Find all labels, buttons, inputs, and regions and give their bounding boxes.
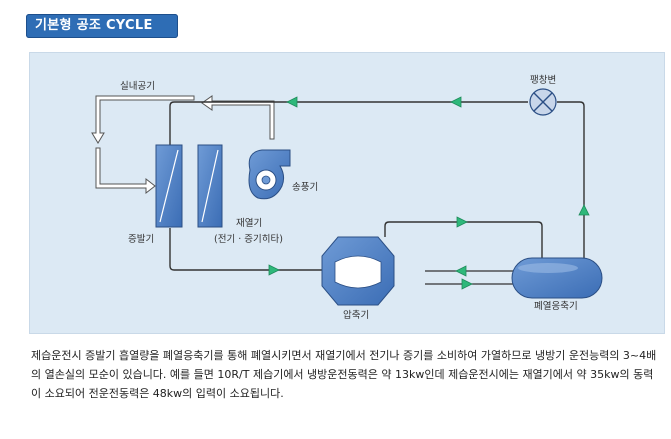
- label-evaporator: 증발기: [128, 234, 154, 245]
- title-badge: 기본형 공조 CYCLE: [26, 14, 178, 38]
- flow-arrow-cooling-in: [455, 265, 467, 277]
- reheater-diagonal: [201, 149, 219, 223]
- air-return-left-duct: [91, 95, 195, 144]
- waste-heat-condenser: [511, 257, 603, 299]
- flow-arrows: [268, 96, 590, 290]
- evaporator: [155, 144, 183, 228]
- evaporator-diagonal: [159, 149, 179, 223]
- pipe-compressor-to-condenser: [384, 221, 543, 258]
- page-title: 기본형 공조 CYCLE: [35, 18, 153, 33]
- condenser-highlight: [518, 263, 578, 273]
- label-waste-heat-condenser: 폐열응축기: [534, 300, 578, 312]
- flow-arrow-upper-pipe: [456, 216, 468, 228]
- compressor-inner: [334, 255, 382, 289]
- label-blower: 송풍기: [292, 182, 318, 193]
- expansion-valve: [529, 88, 557, 116]
- air-return-bottom-arrow: [201, 95, 275, 140]
- pipe-evap-to-compressor: [169, 228, 325, 271]
- label-reheater: 재열기: [236, 218, 262, 229]
- reheater: [197, 144, 223, 228]
- blower-fan-hub: [261, 175, 271, 185]
- air-to-evaporator-arrow: [95, 147, 156, 195]
- indoor-air-flow: [91, 95, 275, 195]
- flow-arrow-bottom: [268, 264, 280, 276]
- pipe-top-loop: [169, 101, 528, 150]
- description-text: 제습운전시 증발기 흡열량을 폐열응축기를 통해 폐열시키면서 재열기에서 전기…: [31, 349, 657, 400]
- valve-cross-2: [533, 92, 553, 112]
- flow-arrow-right-up: [578, 204, 590, 216]
- label-compressor: 압축기: [343, 309, 369, 321]
- flow-arrow-top-right: [450, 96, 462, 108]
- label-indoor-air: 실내공기: [120, 81, 155, 92]
- flow-arrow-cooling-out: [461, 278, 473, 290]
- label-expansion-valve: 팽창변: [530, 75, 556, 86]
- flow-arrow-top-left: [286, 96, 298, 108]
- blower: [248, 149, 291, 200]
- label-reheater-note: (전기 · 증기히타): [214, 234, 283, 245]
- pipe-valve-to-right: [557, 101, 585, 258]
- compressor: [321, 236, 395, 306]
- cooling-water-lines: [425, 270, 518, 285]
